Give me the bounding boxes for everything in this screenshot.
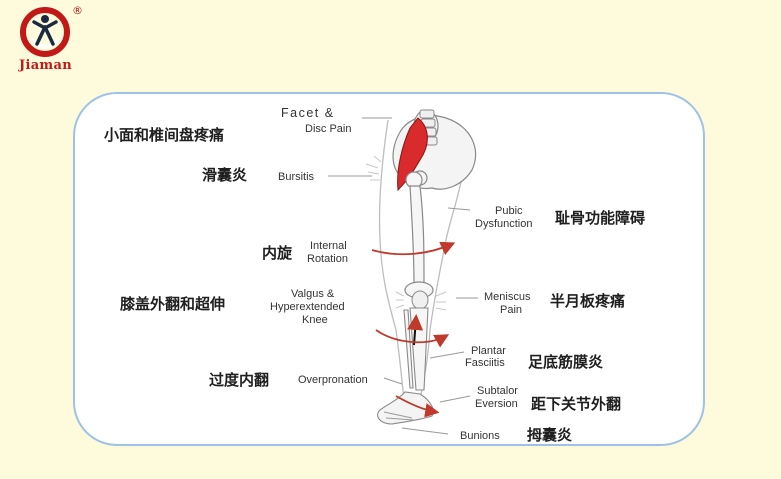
registered-mark: ® <box>72 4 83 17</box>
label-facet-en-2: Disc Pain <box>305 123 352 135</box>
label-internal-rotation-en-1: Internal <box>310 240 347 252</box>
body-outline <box>378 119 466 401</box>
label-meniscus-en-2: Pain <box>500 304 523 316</box>
label-plantar-zh: 足底筋膜炎 <box>528 353 604 371</box>
label-subtalar-zh: 距下关节外翻 <box>531 395 622 413</box>
subtalar-eversion-arrow <box>395 395 440 418</box>
label-bursitis-zh: 滑囊炎 <box>202 166 248 184</box>
label-plantar-en-2: Fasciitis <box>465 357 505 369</box>
label-pubic-en-2: Dysfunction <box>475 218 533 230</box>
label-valgus-en-3: Knee <box>302 314 328 326</box>
label-facet-en-1: Facet & <box>281 106 335 120</box>
jiaman-logo-icon <box>20 7 70 57</box>
foot-bones <box>377 391 434 425</box>
label-bunions-zh: 拇囊炎 <box>527 426 573 444</box>
label-subtalar-en-2: Eversion <box>475 398 518 410</box>
label-internal-rotation-en-2: Rotation <box>307 253 348 265</box>
label-overpronation-en: Overpronation <box>298 374 368 386</box>
label-pubic-zh: 耻骨功能障碍 <box>555 209 646 227</box>
psoas-muscle <box>397 117 428 192</box>
jiaman-logo <box>14 6 84 78</box>
internal-rotation-arrow <box>371 241 456 256</box>
label-plantar-en-1: Plantar <box>471 345 506 357</box>
brand-name: Jiaman <box>19 58 72 73</box>
label-internal-rotation-zh: 内旋 <box>262 244 293 262</box>
shin-arrow <box>407 314 424 346</box>
knee-rotation-arrow <box>375 329 450 348</box>
label-pubic-en-1: Pubic <box>495 205 523 217</box>
label-facet-zh: 小面和椎间盘疼痛 <box>104 126 225 144</box>
label-meniscus-en-1: Meniscus <box>484 291 531 303</box>
leader-lines <box>328 117 478 435</box>
patella <box>411 290 429 310</box>
label-overpronation-zh: 过度内翻 <box>209 371 270 389</box>
label-meniscus-zh: 半月板疼痛 <box>550 292 626 310</box>
label-bursitis-en: Bursitis <box>278 171 315 183</box>
label-valgus-en-2: Hyperextended <box>270 301 345 313</box>
diagram-panel <box>73 92 705 446</box>
label-valgus-zh: 膝盖外翻和超伸 <box>120 295 226 313</box>
femur-bone <box>404 171 434 299</box>
label-bunions-en: Bunions <box>460 430 500 442</box>
label-subtalar-en-1: Subtalor <box>477 385 518 397</box>
label-valgus-en-1: Valgus & <box>291 288 335 300</box>
pain-marks <box>365 155 447 311</box>
